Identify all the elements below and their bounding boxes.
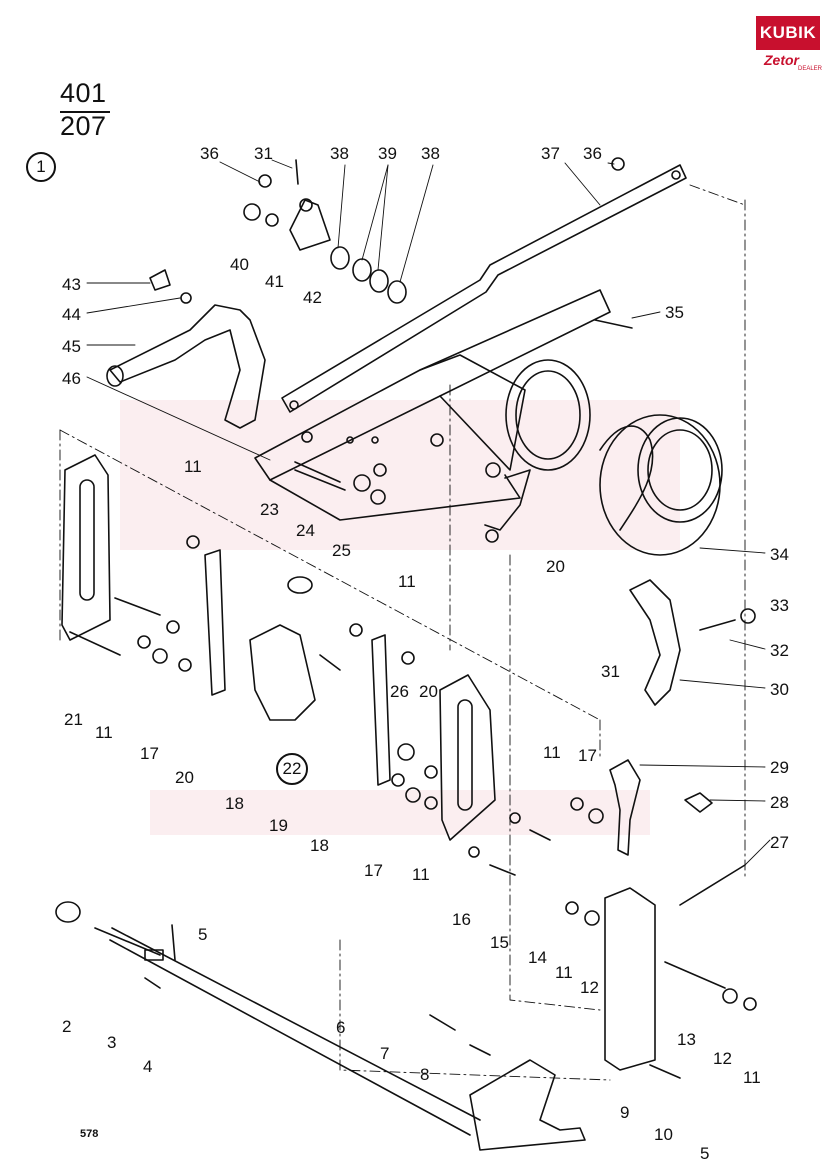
logo-sub: Zetor	[764, 52, 799, 68]
callout-19: 19	[269, 816, 288, 835]
callout-30: 30	[770, 680, 789, 699]
callout-4: 4	[143, 1057, 152, 1076]
callout-28: 28	[770, 793, 789, 812]
callout-38: 38	[421, 144, 440, 163]
callout-36: 36	[583, 144, 602, 163]
callout-23: 23	[260, 500, 279, 519]
callout-21: 21	[64, 710, 83, 729]
callout-11: 11	[184, 457, 202, 476]
callout-12: 12	[580, 978, 599, 997]
callout-31: 31	[254, 144, 273, 163]
callout-15: 15	[490, 933, 509, 952]
callout-39: 39	[378, 144, 397, 163]
callout-labels: 2 3 4 5 5 6 7 8 9 10 11 11 11 11 11 11 1…	[62, 144, 789, 1163]
callout-5: 5	[198, 925, 207, 944]
group-number-divider	[60, 111, 110, 113]
callout-40: 40	[230, 255, 249, 274]
part-45-lever	[106, 304, 266, 429]
callout-25: 25	[332, 541, 351, 560]
part-34-bellows	[599, 414, 723, 556]
callout-2: 2	[62, 1017, 71, 1036]
callout-9: 9	[620, 1103, 629, 1122]
callout-20: 20	[175, 768, 194, 787]
link-group	[186, 535, 438, 810]
page-code: 578	[80, 1128, 99, 1140]
callout-11: 11	[95, 723, 113, 742]
leader-lines	[86, 159, 771, 866]
part-21-plate	[61, 454, 192, 672]
callout-26: 26	[390, 682, 409, 701]
callout-35: 35	[665, 303, 684, 322]
logo-small: DEALER	[798, 66, 823, 72]
part-37-bar	[281, 164, 687, 413]
callout-46: 46	[62, 369, 81, 388]
part-29-30-arms	[570, 579, 756, 906]
callout-20: 20	[419, 682, 438, 701]
callout-17: 17	[578, 746, 597, 765]
callout-14: 14	[528, 948, 547, 967]
callout-18: 18	[310, 836, 329, 855]
callout-11: 11	[412, 865, 430, 884]
callout-41: 41	[265, 272, 284, 291]
sheet-number-circle: 1	[26, 152, 56, 182]
callout-18: 18	[225, 794, 244, 813]
callout-11: 11	[543, 743, 561, 762]
callout-7: 7	[380, 1044, 389, 1063]
group-number-bottom: 207	[60, 111, 107, 141]
callout-34: 34	[770, 545, 789, 564]
callout-11: 11	[398, 572, 416, 591]
logo-brand: KUBIK	[756, 16, 820, 50]
callout-44: 44	[62, 305, 81, 324]
callout-38: 38	[330, 144, 349, 163]
shaft-assembly	[55, 901, 586, 1151]
watermark	[120, 400, 680, 835]
pivot-group	[149, 157, 625, 304]
callout-3: 3	[107, 1033, 116, 1052]
callout-43: 43	[62, 275, 81, 294]
assembly-lines	[59, 184, 746, 1081]
callout-5: 5	[700, 1144, 709, 1163]
callout-8: 8	[420, 1065, 429, 1084]
callout-11: 11	[743, 1068, 761, 1087]
callout-45: 45	[62, 337, 81, 356]
callout-20: 20	[546, 557, 565, 576]
group-number-top: 401	[60, 78, 107, 108]
callout-29: 29	[770, 758, 789, 777]
callout-17: 17	[140, 744, 159, 763]
callout-33: 33	[770, 596, 789, 615]
subassembly-number-circle: 22	[276, 753, 308, 785]
callout-16: 16	[452, 910, 471, 929]
callout-12: 12	[713, 1049, 732, 1068]
callout-27: 27	[770, 833, 789, 852]
dealer-logo: KUBIK Zetor DEALER	[756, 16, 823, 74]
callout-10: 10	[654, 1125, 673, 1144]
callout-24: 24	[296, 521, 315, 540]
callout-32: 32	[770, 641, 789, 660]
callout-36: 36	[200, 144, 219, 163]
callout-11: 11	[555, 963, 573, 982]
callout-6: 6	[336, 1018, 345, 1037]
part-16-plate	[439, 674, 551, 876]
callout-37: 37	[541, 144, 560, 163]
bracket-frame	[254, 289, 633, 543]
callout-42: 42	[303, 288, 322, 307]
part-9-plate	[565, 887, 757, 1079]
callout-31: 31	[601, 662, 620, 681]
callout-17: 17	[364, 861, 383, 880]
callout-13: 13	[677, 1030, 696, 1049]
